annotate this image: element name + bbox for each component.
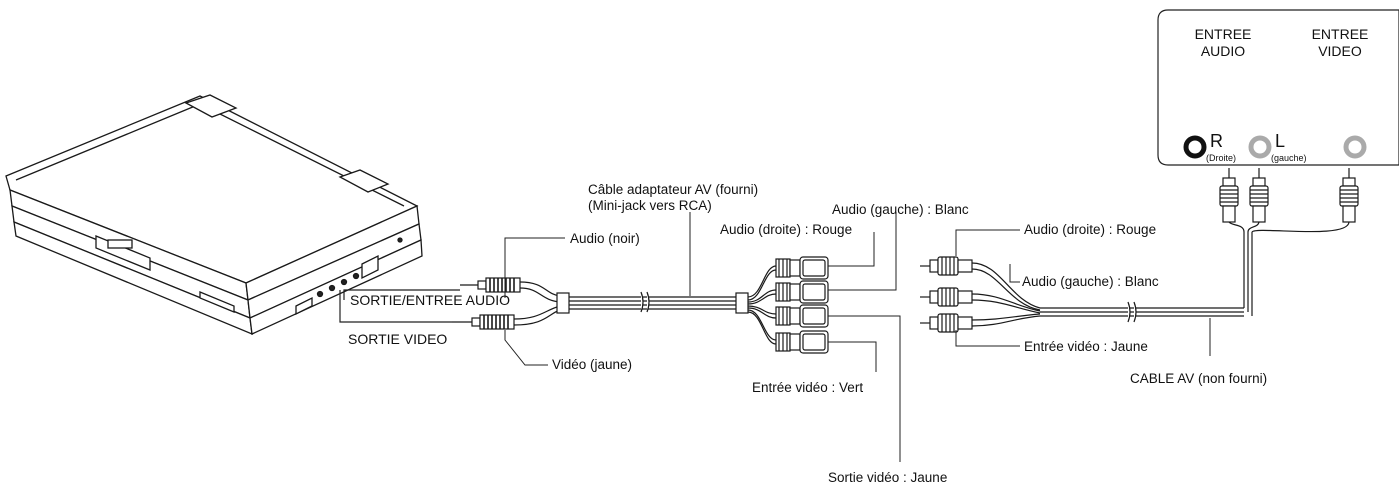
sortie-entree-audio-label: SORTIE/ENTREE AUDIO	[350, 292, 510, 308]
adapter-audio-droite-label: Audio (droite) : Rouge	[720, 222, 853, 237]
tv-l-sub: (gauche)	[1271, 153, 1307, 163]
mini-jack-plug-icon	[452, 277, 521, 330]
audio-noir-label: Audio (noir)	[570, 231, 640, 246]
av-entree-video-label: Entrée vidéo : Jaune	[1024, 339, 1148, 354]
tv-audio-title-2: AUDIO	[1200, 43, 1246, 59]
adapter-sortie-video-label: Sortie vidéo : Jaune	[828, 470, 948, 485]
cable-adapter-label-2: (Mini-jack vers RCA)	[588, 198, 712, 213]
cable-av-label: CABLE AV (non fourni)	[1130, 371, 1268, 386]
adapter-entree-video-label: Entrée vidéo : Vert	[752, 380, 864, 395]
cable-adapter-label-1: Câble adaptateur AV (fourni)	[588, 182, 759, 197]
av-leader-lines	[955, 229, 1211, 356]
tv-r-label: R	[1210, 131, 1223, 151]
adapter-audio-gauche-label: Audio (gauche) : Blanc	[832, 202, 969, 217]
rca-female-connector-icon	[775, 256, 829, 354]
tv-video-title-2: VIDEO	[1318, 43, 1362, 59]
tv-panel-jack-icon	[1183, 135, 1367, 159]
av-audio-droite-label: Audio (droite) : Rouge	[1024, 222, 1157, 237]
tv-r-sub: (Droite)	[1206, 153, 1237, 163]
tv-audio-title-1: ENTREE	[1194, 26, 1252, 42]
adapter-cable	[513, 265, 777, 345]
tv-panel	[1157, 9, 1399, 166]
audio-port-leader	[343, 289, 460, 300]
adapter-leader-lines	[504, 212, 901, 462]
av-cable	[971, 221, 1350, 327]
tv-l-label: L	[1275, 131, 1286, 151]
video-port-leader	[339, 290, 452, 323]
laptop-icon	[5, 94, 423, 336]
tv-video-title-1: ENTREE	[1311, 26, 1369, 42]
sortie-video-label: SORTIE VIDEO	[348, 331, 448, 347]
av-audio-gauche-label: Audio (gauche) : Blanc	[1022, 274, 1159, 289]
rca-male-plug-icon	[920, 168, 1359, 333]
video-jaune-label: Vidéo (jaune)	[552, 357, 633, 372]
